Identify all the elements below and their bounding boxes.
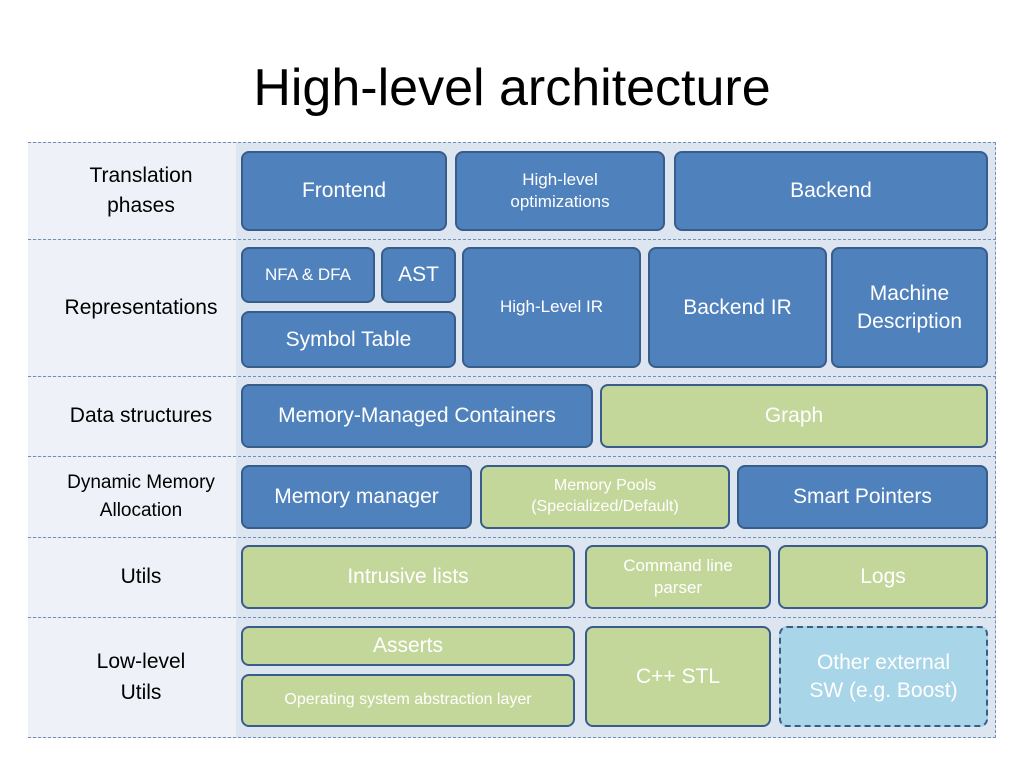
row-label-band <box>28 457 236 537</box>
slide-title: High-level architecture <box>253 59 771 117</box>
nfa-dfa-box: NFA & DFA <box>241 247 375 303</box>
row-divider <box>28 537 996 538</box>
row-label-band <box>28 143 236 239</box>
backend-box: Backend <box>674 151 988 231</box>
row-label-dynamic-memory-allocation: Dynamic Memory Allocation <box>67 472 215 521</box>
high-level-optimizations-box: High-level optimizations <box>455 151 665 231</box>
row-label-band <box>28 618 236 737</box>
row-label-utils: Utils <box>120 565 162 589</box>
logs-box: Logs <box>778 545 988 609</box>
asserts-box: Asserts <box>241 626 575 666</box>
high-level-ir-box: High-Level IR <box>462 247 641 368</box>
memory-pools-box: Memory Pools (Specialized/Default) <box>480 465 730 529</box>
row-divider <box>28 376 996 377</box>
row-label-data-structures: Data structures <box>69 404 213 428</box>
memory-managed-containers-box: Memory-Managed Containers <box>241 384 593 448</box>
intrusive-lists-box: Intrusive lists <box>241 545 575 609</box>
graph-box: Graph <box>600 384 988 448</box>
row-label-low-level-utils: Low-level Utils <box>96 650 186 704</box>
row-divider <box>28 239 996 240</box>
row-label-representations: Representations <box>64 295 218 319</box>
command-line-parser-box: Command line parser <box>585 545 771 609</box>
memory-manager-box: Memory manager <box>241 465 472 529</box>
row-label-translation-phases: Translation phases <box>89 163 193 217</box>
frontend-box: Frontend <box>241 151 447 231</box>
symbol-table-box: Symbol Table <box>241 311 456 368</box>
row-label-band <box>28 538 236 617</box>
cpp-stl-box: C++ STL <box>585 626 771 727</box>
row-label-band <box>28 240 236 376</box>
machine-description-box: Machine Description <box>831 247 988 368</box>
other-external-sw-box: Other external SW (e.g. Boost) <box>779 626 988 727</box>
row-divider <box>28 617 996 618</box>
backend-ir-box: Backend IR <box>648 247 827 368</box>
smart-pointers-box: Smart Pointers <box>737 465 988 529</box>
ast-box: AST <box>381 247 456 303</box>
os-abstraction-layer-box: Operating system abstraction layer <box>241 674 575 727</box>
row-divider <box>28 456 996 457</box>
row-label-band <box>28 377 236 456</box>
